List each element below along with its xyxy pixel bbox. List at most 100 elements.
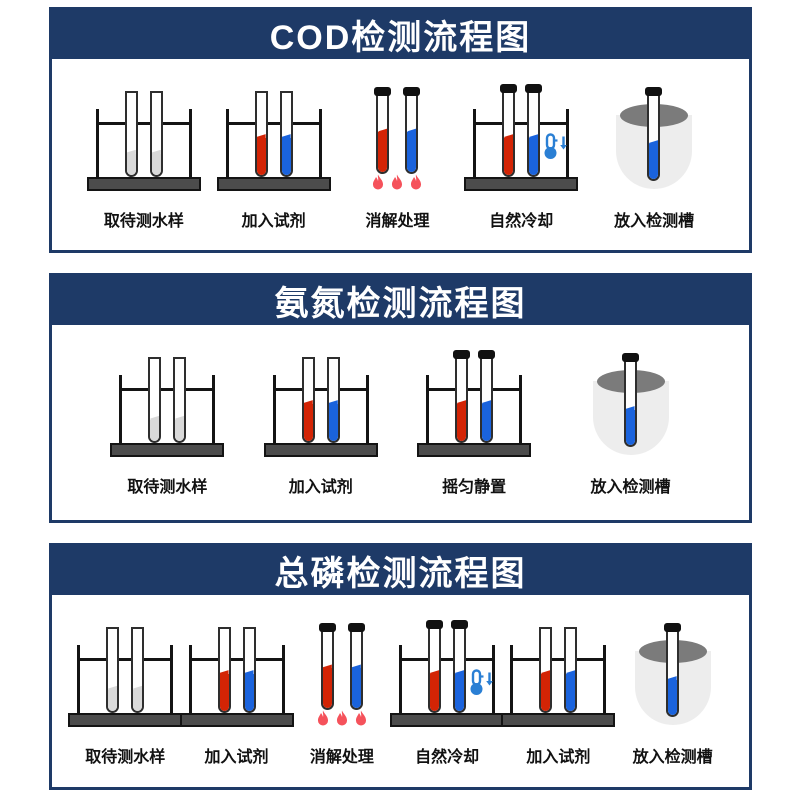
step-label: 取待测水样	[103, 213, 184, 230]
test-tube	[148, 357, 162, 443]
rack-crossbar	[77, 658, 174, 661]
test-tube	[453, 350, 471, 443]
panel-phosphorus-flowchart: 总磷检测流程图 取待测水样 加入试剂	[49, 543, 752, 790]
rack-base	[501, 713, 616, 727]
rack-crossbar	[272, 388, 369, 391]
red-reagent-liquid	[256, 138, 266, 175]
tube-cap	[500, 84, 518, 93]
test-tube	[663, 623, 681, 717]
rack-base	[390, 713, 505, 727]
tube-cap	[451, 620, 469, 629]
test-tube	[217, 627, 231, 713]
blue-reagent-liquid	[281, 138, 291, 175]
tube-cap	[453, 350, 471, 359]
flame-icon	[390, 174, 405, 192]
rack-base	[263, 443, 378, 457]
water-sample-liquid	[133, 689, 143, 711]
panel-title-banner: 总磷检测流程图	[51, 545, 750, 595]
rack-post	[225, 109, 229, 177]
panel-title: 总磷检测流程图	[274, 554, 527, 593]
step-natural-cooling: 自然冷却	[390, 620, 505, 767]
test-tube	[478, 350, 496, 443]
blue-reagent-liquid	[625, 410, 635, 445]
tube-cap	[426, 620, 444, 629]
test-tube	[131, 627, 145, 713]
rack-base	[417, 443, 532, 457]
flame-icon	[371, 174, 386, 192]
test-tube	[124, 91, 138, 177]
test-tube	[451, 620, 469, 713]
step-place-in-detection-slot: 放入检测槽	[618, 621, 728, 767]
test-tube	[374, 87, 392, 174]
test-tube	[564, 627, 578, 713]
flame-icon	[315, 710, 330, 728]
tube-cap	[663, 623, 681, 632]
steps-row: 取待测水样 加入试剂 消解处理	[52, 59, 749, 231]
sample-rack-figure	[68, 621, 183, 727]
water-sample-liquid	[126, 153, 136, 175]
steps-row: 取待测水样 加入试剂 消解处理	[52, 595, 749, 767]
rack-post	[95, 109, 99, 177]
rack-post	[603, 645, 607, 713]
rack-post	[170, 645, 174, 713]
step-label: 消解处理	[309, 749, 374, 766]
rack-crossbar	[473, 122, 570, 125]
rack-base	[110, 443, 225, 457]
step-label: 取待测水样	[85, 749, 166, 766]
rack-base	[464, 177, 579, 191]
rack-post	[492, 645, 496, 713]
blue-reagent-liquid	[244, 674, 254, 711]
step-label: 放入检测槽	[614, 213, 695, 230]
sample-rack-figure	[110, 351, 225, 457]
test-tube	[326, 357, 340, 443]
digestion-flames-figure	[296, 621, 388, 727]
test-tube	[149, 91, 163, 177]
red-reagent-liquid	[219, 674, 229, 711]
panel-ammonia-flowchart: 氨氮检测流程图 取待测水样 加入试剂	[49, 273, 752, 523]
step-natural-cooling: 自然冷却	[464, 84, 579, 231]
rack-base	[86, 177, 201, 191]
step-take-water-sample: 取待测水样	[110, 351, 225, 497]
thermometer-down-icon	[468, 669, 495, 696]
step-take-water-sample: 取待测水样	[86, 85, 201, 231]
rack-post	[399, 645, 403, 713]
rack-post	[272, 375, 276, 443]
red-reagent-liquid	[303, 404, 313, 441]
step-label: 加入试剂	[526, 749, 591, 766]
cooling-rack-figure	[390, 620, 505, 727]
test-tube	[539, 627, 553, 713]
rack-crossbar	[399, 658, 496, 661]
rack-post	[519, 375, 523, 443]
red-reagent-liquid	[322, 668, 332, 708]
test-tube	[173, 357, 187, 443]
flame-icon	[409, 174, 424, 192]
blue-reagent-liquid	[566, 674, 576, 711]
red-reagent-liquid	[457, 404, 467, 441]
rack-base	[179, 713, 294, 727]
step-label: 加入试剂	[204, 749, 269, 766]
step-label: 自然冷却	[489, 213, 554, 230]
step-place-in-detection-slot: 放入检测槽	[599, 85, 709, 231]
flame-icon	[334, 710, 349, 728]
panel-title-banner: COD检测流程图	[51, 9, 750, 59]
rack-post	[365, 375, 369, 443]
rack-post	[188, 645, 192, 713]
test-tube	[106, 627, 120, 713]
red-reagent-liquid	[378, 132, 388, 172]
test-tube	[279, 91, 293, 177]
water-sample-liquid	[150, 419, 160, 441]
rack-post	[566, 109, 570, 177]
tube-cap	[318, 623, 336, 632]
detection-slot-figure	[576, 351, 686, 457]
red-reagent-liquid	[504, 138, 514, 175]
test-tube	[645, 87, 663, 181]
step-label: 自然冷却	[415, 749, 480, 766]
detection-slot-figure	[599, 85, 709, 191]
flames-row	[371, 174, 424, 192]
step-label: 摇匀静置	[442, 479, 507, 496]
rack-post	[281, 645, 285, 713]
sample-rack-figure	[86, 85, 201, 191]
rack-post	[212, 375, 216, 443]
step-digestion: 消解处理	[296, 621, 388, 767]
rack-crossbar	[510, 658, 607, 661]
